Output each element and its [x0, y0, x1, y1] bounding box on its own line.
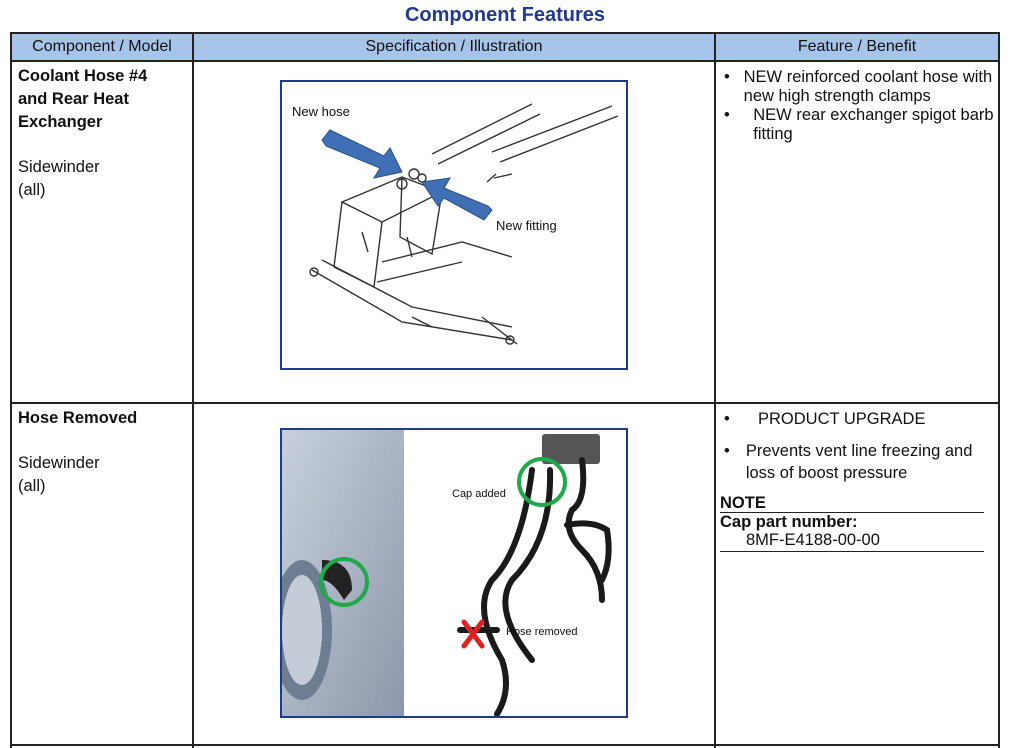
component-cell: Hose Removed Sidewinder (all) — [18, 407, 137, 498]
bullet-text: NEW reinforced coolant hose with new hig… — [743, 68, 993, 105]
green-circle-icon — [319, 557, 369, 607]
note-line: NOTE — [720, 494, 984, 513]
new-fitting-label: New fitting — [496, 218, 557, 233]
red-x-icon — [461, 619, 485, 649]
header-component: Component / Model — [12, 34, 192, 60]
cap-added-label: Cap added — [452, 488, 506, 500]
bullet-text: NEW rear exchanger spigot barb fitting — [753, 106, 994, 143]
component-name-line: Coolant Hose #4 — [18, 67, 148, 85]
hose-removed-photo: Cap added Hose removed — [280, 428, 628, 718]
component-cell: Coolant Hose #4 and Rear Heat Exchanger … — [18, 65, 147, 202]
component-name-line: and Rear Heat — [18, 90, 129, 108]
column-divider — [192, 32, 194, 748]
bullet-item: • NEW reinforced coolant hose with new h… — [720, 68, 998, 106]
component-name-line: Hose Removed — [18, 409, 138, 427]
page-title: Component Features — [404, 4, 606, 26]
bullet-text: Prevents vent line freezing and loss of … — [745, 442, 973, 482]
model-line: Sidewinder — [18, 454, 100, 472]
header-feature: Feature / Benefit — [716, 34, 998, 60]
green-circle-icon — [517, 457, 567, 507]
feature-cell: • PRODUCT UPGRADE • Prevents vent line f… — [720, 408, 998, 552]
bullet-item: • Prevents vent line freezing and loss o… — [720, 440, 998, 484]
arrow-icon — [321, 129, 403, 179]
column-divider — [714, 32, 716, 748]
bullet-item: • PRODUCT UPGRADE — [724, 410, 926, 428]
new-hose-label: New hose — [292, 104, 350, 119]
hose-diagram: New hose New fitting — [280, 80, 628, 370]
bullet-text: PRODUCT UPGRADE — [758, 410, 926, 428]
note-label: NOTE — [720, 494, 766, 512]
bullet-item: • NEW rear exchanger spigot barb fitting — [720, 106, 998, 144]
arrow-icon — [421, 177, 493, 221]
part-number: 8MF-E4188-00-00 — [720, 531, 984, 552]
feature-cell: • NEW reinforced coolant hose with new h… — [720, 68, 998, 144]
features-table — [10, 32, 1000, 748]
hose-removed-drawing — [282, 430, 612, 716]
cap-part-label: Cap part number: — [720, 513, 858, 531]
row-divider — [10, 402, 1000, 404]
row-divider — [10, 60, 1000, 62]
component-name-line: Exchanger — [18, 113, 103, 131]
model-line: (all) — [18, 477, 46, 495]
model-line: (all) — [18, 181, 46, 199]
row-divider — [10, 744, 1000, 746]
hose-removed-label: Hose removed — [506, 626, 578, 638]
hose-line-drawing — [309, 103, 619, 345]
model-line: Sidewinder — [18, 158, 100, 176]
header-specification: Specification / Illustration — [194, 34, 714, 60]
